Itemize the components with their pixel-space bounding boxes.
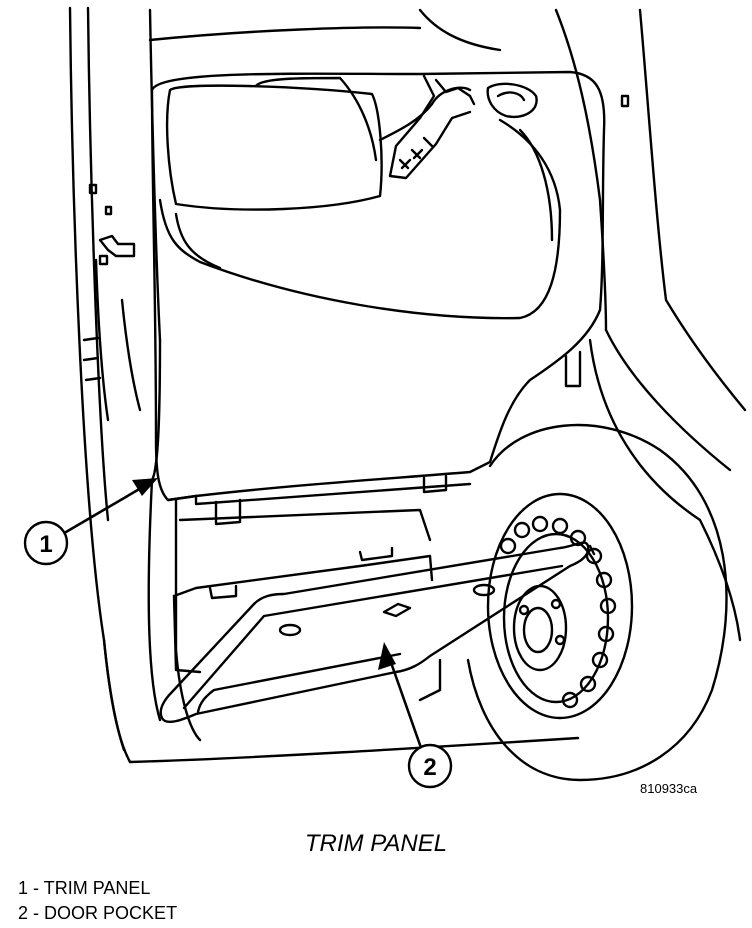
callout-2-arrowhead — [378, 642, 396, 670]
callout-1: 1 — [23, 520, 69, 566]
legend-number: 2 — [18, 903, 29, 923]
legend-item: 2 - DOOR POCKET — [18, 901, 177, 926]
callout-2-number: 2 — [423, 754, 436, 781]
inner-door-panel — [172, 498, 442, 742]
legend: 1 - TRIM PANEL 2 - DOOR POCKET — [18, 876, 177, 926]
door-pocket — [159, 541, 596, 724]
legend-item: 1 - TRIM PANEL — [18, 876, 177, 901]
legend-text: DOOR POCKET — [44, 903, 178, 923]
legend-separator: - — [33, 903, 40, 923]
legend-text: TRIM PANEL — [43, 878, 151, 898]
callout-2-leader — [386, 652, 428, 764]
callout-1-leader — [64, 482, 150, 534]
door-frame — [68, 6, 747, 764]
figure-title: TRIM PANEL — [304, 830, 448, 857]
legend-number: 1 — [18, 878, 29, 898]
callout-1-number: 1 — [39, 531, 52, 558]
callout-1-arrowhead — [132, 478, 158, 496]
trim-panel — [150, 70, 606, 526]
legend-separator: - — [33, 878, 40, 898]
wheel — [466, 423, 728, 782]
callout-2: 2 — [407, 743, 453, 789]
trim-panel-illustration: 1 2 — [23, 6, 747, 789]
figure-id: 810933ca — [640, 781, 698, 796]
